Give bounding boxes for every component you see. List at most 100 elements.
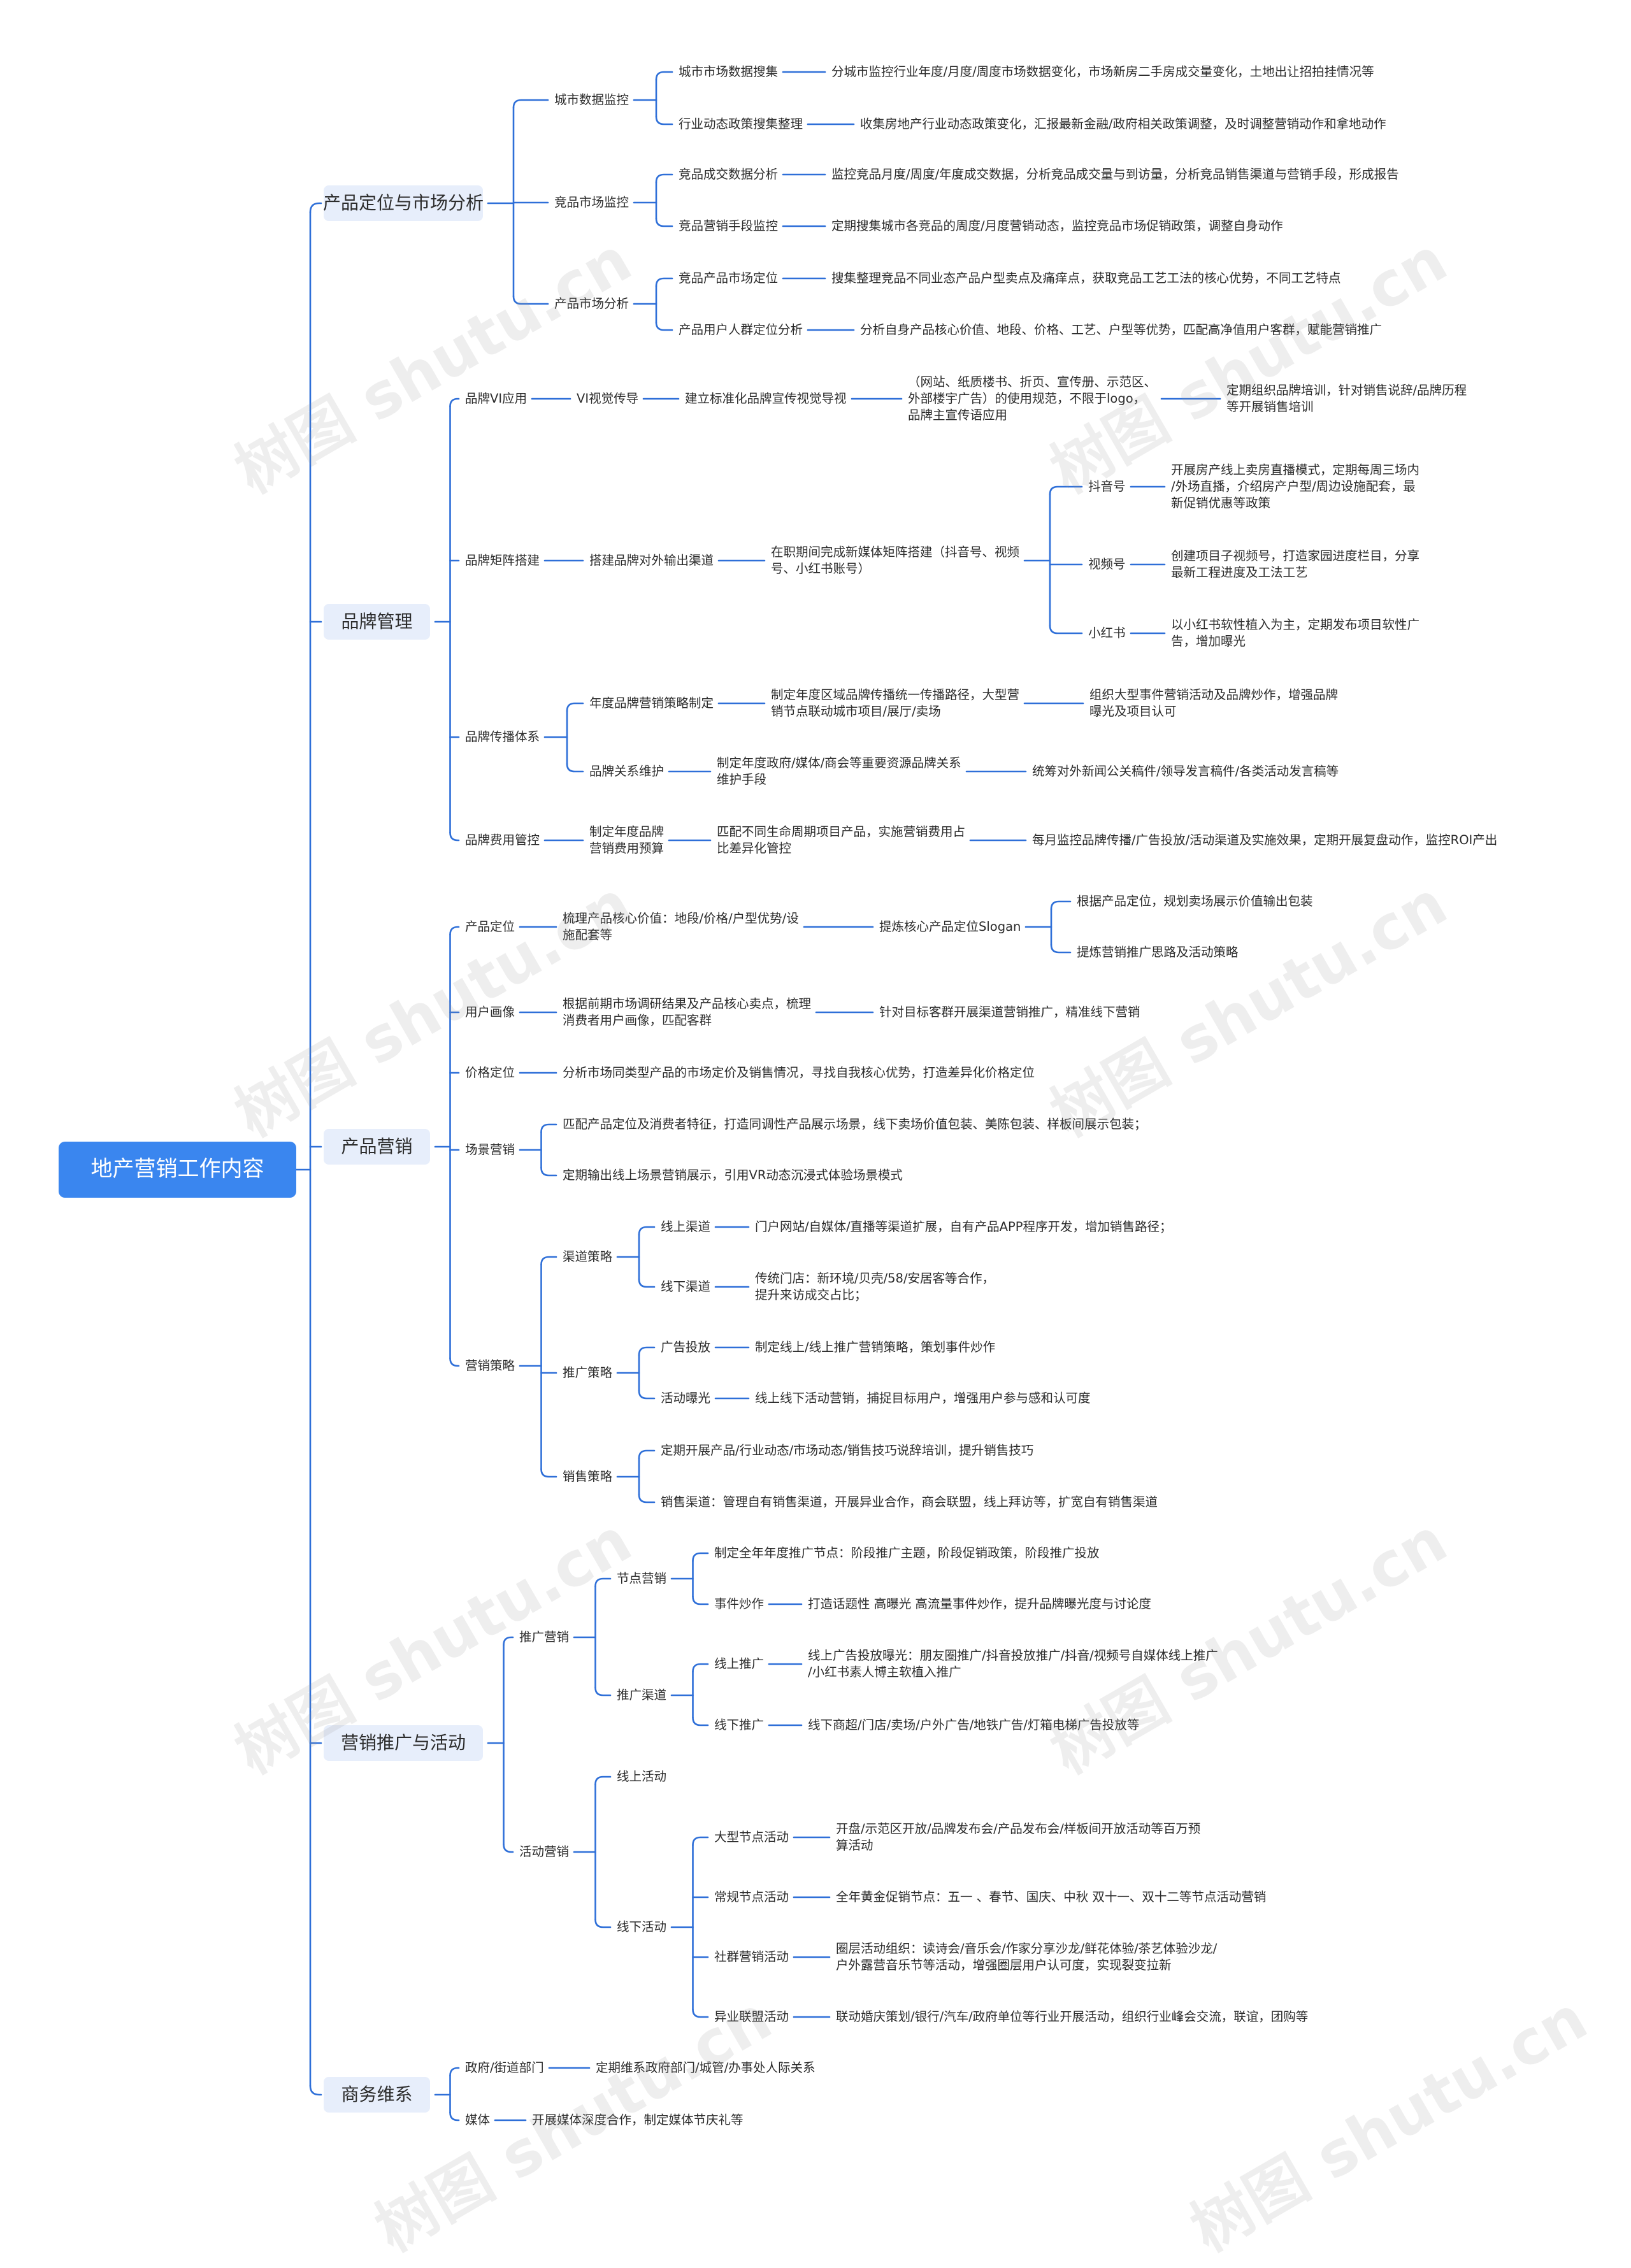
subtopic-node[interactable]: 媒体 xyxy=(465,2113,491,2127)
leaf-node[interactable]: 收集房地产行业动态政策变化，汇报最新金融/政府相关政策调整，及时调整营销动作和拿… xyxy=(860,117,1386,131)
leaf-node[interactable]: 根据产品定位，规划卖场展示价值输出包装 xyxy=(1077,894,1313,908)
subtopic-node[interactable]: 匹配不同生命周期项目产品，实施营销费用占比差异化管控 xyxy=(717,824,966,856)
subtopic-node[interactable]: 线上推广 xyxy=(714,1656,765,1671)
subtopic-node[interactable]: 渠道策略 xyxy=(563,1249,613,1264)
leaf-node[interactable]: 销售渠道：管理自有销售渠道，开展异业合作，商会联盟，线上拜访等，扩宽自有销售渠道 xyxy=(661,1495,1158,1509)
subtopic-node[interactable]: 品牌传播体系 xyxy=(465,729,540,744)
subtopic-node[interactable]: VI视觉传导 xyxy=(577,391,639,406)
subtopic-node[interactable]: 异业联盟活动 xyxy=(714,2009,789,2024)
subtopic-node[interactable]: 产品用户人群定位分析 xyxy=(679,322,803,337)
subtopic-node[interactable]: 推广营销 xyxy=(519,1630,570,1644)
subtopic-node[interactable]: 价格定位 xyxy=(465,1065,515,1080)
leaf-node[interactable]: 圈层活动组织：读诗会/音乐会/作家分享沙龙/鲜花体验/茶艺体验沙龙/户外露营音乐… xyxy=(836,1941,1218,1972)
leaf-node[interactable]: 定期组织品牌培训，针对销售说辞/品牌历程等开展销售培训 xyxy=(1226,382,1467,414)
subtopic-node[interactable]: 抖音号 xyxy=(1088,479,1126,494)
subtopic-node[interactable]: 建立标准化品牌宣传视觉导视 xyxy=(685,391,847,406)
leaf-node[interactable]: 统筹对外新闻公关稿件/领导发言稿件/各类活动发言稿等 xyxy=(1032,764,1339,779)
leaf-node[interactable]: 以小红书软性植入为主，定期发布项目软性广告，增加曝光 xyxy=(1171,617,1420,649)
branch-topic[interactable]: 品牌管理 xyxy=(324,604,430,640)
subtopic-node[interactable]: 线下活动 xyxy=(617,1920,667,1934)
branch-topic[interactable]: 产品营销 xyxy=(324,1129,430,1165)
leaf-node[interactable]: 开盘/示范区开放/品牌发布会/产品发布会/样板间开放活动等百万预算活动 xyxy=(836,1821,1201,1853)
subtopic-node[interactable]: 销售策略 xyxy=(563,1469,613,1484)
leaf-node[interactable]: 全年黄金促销节点：五一 、春节、国庆、中秋 双十一、双十二等节点活动营销 xyxy=(836,1890,1267,1904)
subtopic-node[interactable]: 产品市场分析 xyxy=(554,296,629,311)
leaf-node[interactable]: 搜集整理竞品不同业态产品户型卖点及痛痒点，获取竞品工艺工法的核心优势，不同工艺特… xyxy=(831,271,1341,285)
leaf-node[interactable]: 分城市监控行业年度/月度/周度市场数据变化，市场新房二手房成交量变化，土地出让招… xyxy=(831,64,1374,79)
subtopic-node[interactable]: 常规节点活动 xyxy=(714,1890,789,1904)
leaf-node[interactable]: 分析自身产品核心价值、地段、价格、工艺、户型等优势，匹配高净值用户客群，赋能营销… xyxy=(860,322,1383,337)
leaf-node[interactable]: 开展媒体深度合作，制定媒体节庆礼等 xyxy=(532,2113,744,2127)
subtopic-node[interactable]: 用户画像 xyxy=(465,1005,515,1019)
leaf-node[interactable]: 制定线上/线上推广营销策略，策划事件炒作 xyxy=(755,1340,996,1354)
subtopic-node[interactable]: 梳理产品核心价值：地段/价格/户型优势/设施配套等 xyxy=(563,910,799,942)
subtopic-node[interactable]: 线下推广 xyxy=(714,1718,765,1732)
leaf-node[interactable]: 定期输出线上场景营销展示，引用VR动态沉浸式体验场景模式 xyxy=(563,1168,903,1182)
leaf-node[interactable]: 监控竞品月度/周度/年度成交数据，分析竞品成交量与到访量，分析竞品销售渠道与营销… xyxy=(831,167,1399,182)
leaf-node[interactable]: 针对目标客群开展渠道营销推广，精准线下营销 xyxy=(879,1005,1140,1019)
subtopic-node[interactable]: 搭建品牌对外输出渠道 xyxy=(589,553,714,568)
subtopic-node[interactable]: 品牌关系维护 xyxy=(589,764,665,779)
leaf-node[interactable]: 传统门店：新环境/贝壳/58/安居客等合作，提升来访成交占比； xyxy=(755,1270,995,1302)
leaf-node[interactable]: 定期维系政府部门/城管/办事处人际关系 xyxy=(596,2060,816,2075)
subtopic-node[interactable]: 制定年度品牌营销费用预算 xyxy=(589,824,665,856)
subtopic-node[interactable]: 事件炒作 xyxy=(714,1597,765,1611)
subtopic-node[interactable]: 线上渠道 xyxy=(661,1219,711,1234)
leaf-node[interactable]: 打造话题性 高曝光 高流量事件炒作，提升品牌曝光度与讨论度 xyxy=(808,1597,1151,1611)
subtopic-node[interactable]: 视频号 xyxy=(1088,557,1126,571)
leaf-node[interactable]: 联动婚庆策划/银行/汽车/政府单位等行业开展活动，组织行业峰会交流，联谊，团购等 xyxy=(836,2009,1309,2024)
subtopic-node[interactable]: 社群营销活动 xyxy=(714,1949,789,1964)
subtopic-node[interactable]: 线下渠道 xyxy=(661,1279,711,1294)
subtopic-node[interactable]: 竞品营销手段监控 xyxy=(679,219,779,233)
leaf-node[interactable]: 定期搜集城市各竞品的周度/月度营销动态，监控竞品市场促销政策，调整自身动作 xyxy=(831,219,1283,233)
subtopic-node[interactable]: 品牌费用管控 xyxy=(465,833,540,847)
branch-topic[interactable]: 商务维系 xyxy=(324,2077,430,2113)
subtopic-node[interactable]: 城市数据监控 xyxy=(554,92,629,107)
subtopic-node[interactable]: 活动营销 xyxy=(519,1844,570,1859)
subtopic-node[interactable]: 小红书 xyxy=(1088,626,1126,640)
subtopic-node[interactable]: 制定年度区域品牌传播统一传播路径，大型营销节点联动城市项目/展厅/卖场 xyxy=(771,687,1020,719)
subtopic-node[interactable]: 推广渠道 xyxy=(617,1688,667,1702)
subtopic-node[interactable]: 节点营销 xyxy=(617,1571,667,1586)
subtopic-node[interactable]: 品牌矩阵搭建 xyxy=(465,553,540,568)
subtopic-node[interactable]: 活动曝光 xyxy=(661,1391,711,1405)
subtopic-node[interactable]: 推广策略 xyxy=(563,1365,613,1380)
leaf-node[interactable]: 线下商超/门店/卖场/户外广告/地铁广告/灯箱电梯广告投放等 xyxy=(808,1718,1140,1732)
leaf-node[interactable]: 提炼营销推广思路及活动策略 xyxy=(1077,945,1239,959)
subtopic-node[interactable]: 在职期间完成新媒体矩阵搭建（抖音号、视频号、小红书账号） xyxy=(771,544,1020,576)
subtopic-node[interactable]: 场景营销 xyxy=(465,1142,515,1157)
subtopic-node[interactable]: 制定年度政府/媒体/商会等重要资源品牌关系维护手段 xyxy=(717,755,961,787)
branch-topic[interactable]: 产品定位与市场分析 xyxy=(323,185,484,221)
leaf-node[interactable]: 每月监控品牌传播/广告投放/活动渠道及实施效果，定期开展复盘动作，监控ROI产出 xyxy=(1032,833,1498,847)
subtopic-node[interactable]: 竞品市场监控 xyxy=(554,195,629,210)
root-topic[interactable]: 地产营销工作内容 xyxy=(59,1142,296,1198)
leaf-node[interactable]: 匹配产品定位及消费者特征，打造同调性产品展示场景，线下卖场价值包装、美陈包装、样… xyxy=(563,1117,1147,1131)
connector-line xyxy=(540,1123,557,1133)
leaf-node[interactable]: 线上活动 xyxy=(617,1769,667,1784)
subtopic-node[interactable]: 竞品成交数据分析 xyxy=(679,167,779,182)
leaf-node[interactable]: 制定全年年度推广节点：阶段推广主题，阶段促销政策，阶段推广投放 xyxy=(714,1546,1100,1560)
leaf-node[interactable]: 线上线下活动营销，捕捉目标用户，增强用户参与感和认可度 xyxy=(755,1391,1091,1405)
leaf-node[interactable]: 创建项目子视频号，打造家园进度栏目，分享最新工程进度及工法工艺 xyxy=(1171,548,1420,580)
leaf-node[interactable]: 门户网站/自媒体/直播等渠道扩展，自有产品APP程序开发，增加销售路径； xyxy=(755,1219,1172,1234)
leaf-node[interactable]: 线上广告投放曝光：朋友圈推广/抖音投放推广/抖音/视频号自媒体线上推广/小红书素… xyxy=(808,1647,1218,1679)
subtopic-node[interactable]: 年度品牌营销策略制定 xyxy=(589,696,714,710)
leaf-node[interactable]: 分析市场同类型产品的市场定价及销售情况，寻找自我核心优势，打造差异化价格定位 xyxy=(563,1065,1035,1080)
leaf-node[interactable]: 定期开展产品/行业动态/市场动态/销售技巧说辞培训，提升销售技巧 xyxy=(661,1443,1034,1458)
subtopic-node[interactable]: 政府/街道部门 xyxy=(465,2060,544,2075)
subtopic-node[interactable]: 大型节点活动 xyxy=(714,1830,789,1844)
subtopic-node[interactable]: 产品定位 xyxy=(465,919,515,934)
connector-line xyxy=(692,1716,709,1726)
leaf-node[interactable]: 组织大型事件营销活动及品牌炒作，增强品牌曝光及项目认可 xyxy=(1089,687,1339,719)
subtopic-node[interactable]: 提炼核心产品定位Slogan xyxy=(879,919,1021,934)
subtopic-node[interactable]: 行业动态政策搜集整理 xyxy=(679,117,803,131)
leaf-node[interactable]: 开展房产线上卖房直播模式，定期每周三场内/外场直播，介绍房产户型/周边设施配套，… xyxy=(1171,462,1420,511)
branch-topic[interactable]: 营销推广与活动 xyxy=(324,1725,483,1761)
subtopic-node[interactable]: （网站、纸质楼书、折页、宣传册、示范区、外部楼宇广告）的使用规范，不限于logo… xyxy=(908,374,1157,423)
subtopic-node[interactable]: 根据前期市场调研结果及产品核心卖点，梳理消费者用户画像，匹配客群 xyxy=(563,996,812,1028)
subtopic-node[interactable]: 竞品产品市场定位 xyxy=(679,271,779,285)
subtopic-node[interactable]: 营销策略 xyxy=(465,1358,515,1373)
subtopic-node[interactable]: 品牌VI应用 xyxy=(465,391,528,406)
subtopic-node[interactable]: 城市市场数据搜集 xyxy=(679,64,779,79)
subtopic-node[interactable]: 广告投放 xyxy=(661,1340,711,1354)
